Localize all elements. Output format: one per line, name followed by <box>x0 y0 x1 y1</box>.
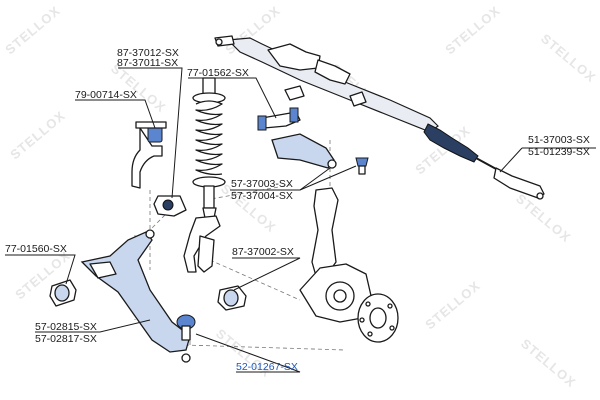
bushing-rubber <box>54 284 70 302</box>
ball-joint-stud <box>358 165 366 175</box>
assembly-line <box>204 184 291 201</box>
watermark: STELLOX <box>538 31 599 86</box>
upper-control-arm <box>257 107 337 169</box>
radius-bracket <box>183 215 221 273</box>
lower-ball-joint <box>176 314 196 363</box>
wheel-hub <box>357 293 399 343</box>
lower-control-arm <box>80 229 191 353</box>
tie-rod-end-stud <box>536 192 544 200</box>
part-label: 57-37004-SX <box>231 190 293 202</box>
watermark: STELLOX <box>442 3 503 58</box>
rack-mount <box>284 85 305 101</box>
steering-boot <box>423 123 479 163</box>
bushing-rubber <box>223 289 239 307</box>
steering-knuckle <box>299 187 373 323</box>
part-label: 57-37003-SX <box>231 178 293 190</box>
steering-rack <box>214 35 545 200</box>
leader-77-01562 <box>188 77 277 119</box>
part-label: 77-01560-SX <box>5 243 67 255</box>
part-label: 51-01239-SX <box>528 146 590 158</box>
part-label: 51-37003-SX <box>528 134 590 146</box>
radius-bracket-web <box>197 235 215 273</box>
upper-ball-joint-part <box>355 157 369 175</box>
hub-center <box>369 307 387 329</box>
bushing-core <box>162 199 174 211</box>
lower-arm-body <box>80 231 191 353</box>
stabilizer-bar <box>131 127 163 189</box>
leader-52-01267 <box>195 333 301 373</box>
leader-87-37002 <box>232 257 301 291</box>
part-label: 87-37011-SX <box>117 57 178 69</box>
lower-arm-bushing-rear <box>217 285 247 311</box>
part-label-highlighted: 52-01267-SX <box>236 361 298 373</box>
stabilizer-link <box>131 121 167 189</box>
shock-bushing <box>153 195 187 217</box>
upper-arm-bushing <box>257 115 267 131</box>
assembly-line <box>184 344 346 351</box>
leader-79-00714 <box>75 99 156 129</box>
leader-57-37003-b <box>299 165 357 191</box>
leader-lines <box>5 67 596 373</box>
watermark: STELLOX <box>7 108 68 163</box>
leader-87-37012 <box>118 67 183 199</box>
ball-joint-nut <box>181 353 191 363</box>
watermark: STELLOX <box>513 191 574 246</box>
hub-center <box>333 289 347 303</box>
leader-51-37003 <box>499 147 523 173</box>
knuckle-arm <box>311 187 339 277</box>
upper-ball-joint <box>327 159 337 169</box>
part-label: 57-02815-SX <box>35 321 97 333</box>
wheel-stud <box>387 303 393 309</box>
wheel-stud <box>365 301 371 307</box>
lower-arm-pivot <box>145 229 155 239</box>
coil-spring <box>195 100 223 176</box>
upper-arm-bushing <box>289 107 299 123</box>
wheel-stud <box>367 331 373 337</box>
radius-arm-bracket <box>183 215 221 273</box>
part-label: 79-00714-SX <box>75 89 137 101</box>
bushing-bracket <box>135 121 167 129</box>
part-labels: 87-37012-SX 87-37011-SX 77-01562-SX 79-0… <box>5 47 590 373</box>
watermark: STELLOX <box>2 3 63 58</box>
tie-rod-end <box>493 167 545 199</box>
leader-57-02815 <box>35 319 151 333</box>
ball-joint-cap <box>355 157 369 167</box>
shock-body <box>203 185 215 209</box>
lower-arm-bushing-front <box>49 279 77 307</box>
ball-joint-stud <box>181 325 191 341</box>
tie-rod-joint <box>215 38 223 46</box>
watermark: STELLOX <box>422 278 483 333</box>
part-label: 87-37002-SX <box>232 246 294 258</box>
part-label: 77-01562-SX <box>187 67 249 79</box>
shock-absorber <box>192 77 226 219</box>
wheel-stud <box>389 325 395 331</box>
watermark: STELLOX <box>518 336 579 391</box>
inner-tie-rod <box>475 157 499 171</box>
wheel-stud <box>359 317 365 323</box>
rack-mount <box>349 91 367 107</box>
steering-valve <box>314 59 351 85</box>
upper-arm-body <box>271 133 335 169</box>
lower-arm-front-mount <box>89 261 117 279</box>
leader-77-01560 <box>5 254 76 285</box>
part-label: 57-02817-SX <box>35 333 97 345</box>
part-label: 87-37012-SX <box>117 47 179 59</box>
